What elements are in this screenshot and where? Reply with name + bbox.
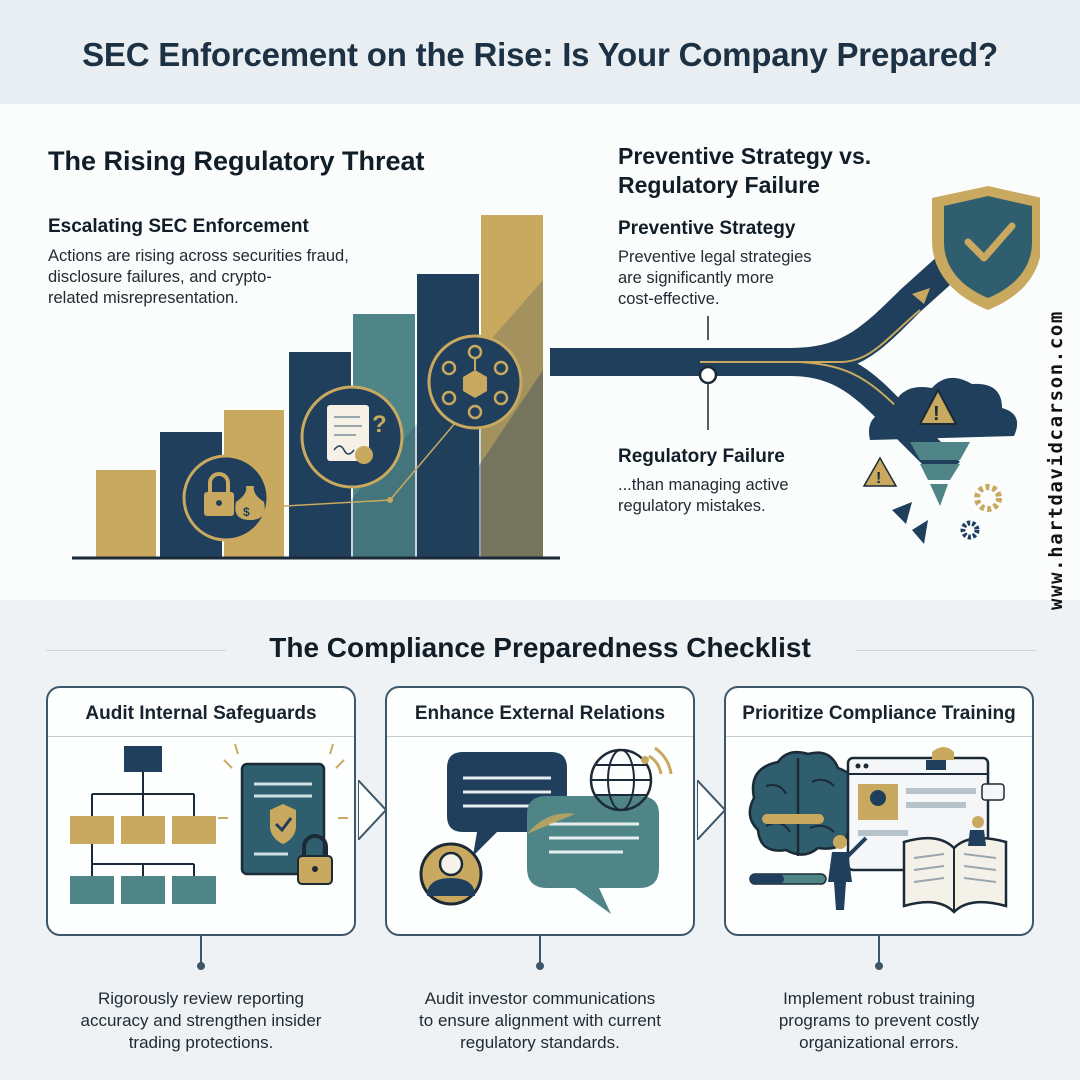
desc-line: programs to prevent costly xyxy=(778,1011,980,1030)
preventive-body-line: cost-effective. xyxy=(618,290,720,308)
svg-text:$: $ xyxy=(243,505,250,519)
watermark: www.hartdavidcarson.com xyxy=(1045,310,1067,610)
preventive-body: Preventive legal strategies are signific… xyxy=(618,247,812,310)
desc-line: accuracy and strengthen insider xyxy=(80,1011,322,1030)
svg-text:?: ? xyxy=(372,411,387,438)
presenter-figure-icon xyxy=(828,816,986,910)
connector-stem xyxy=(539,936,541,966)
rising-bars-illustration: $ ? xyxy=(72,215,560,560)
card-description-audit: Rigorously review reporting accuracy and… xyxy=(41,988,361,1054)
card-title: Prioritize Compliance Training xyxy=(742,703,1016,724)
brain-icon xyxy=(748,751,861,885)
open-book-icon xyxy=(902,836,1008,914)
card-header: Audit Internal Safeguards xyxy=(48,688,354,737)
card-header: Prioritize Compliance Training xyxy=(726,688,1032,737)
shield-check-icon xyxy=(932,186,1040,310)
checklist-card-relations: Enhance External Relations xyxy=(385,686,695,936)
failure-body: ...than managing active regulatory mista… xyxy=(618,475,789,517)
header-band xyxy=(0,0,1080,104)
bar-columns xyxy=(72,215,560,560)
document-question-icon: ? xyxy=(300,385,404,489)
strategy-heading-line: Preventive Strategy vs. xyxy=(618,143,872,169)
connector-dot xyxy=(536,962,544,970)
browser-course-icon xyxy=(846,747,1005,872)
preventive-body-line: Preventive legal strategies xyxy=(618,248,812,266)
lock-moneybag-icon: $ xyxy=(182,454,270,542)
checklist-title: The Compliance Preparedness Checklist xyxy=(269,632,811,663)
card-description-training: Implement robust training programs to pr… xyxy=(719,988,1039,1054)
training-illustration xyxy=(748,747,1008,914)
globe-icon xyxy=(589,746,673,812)
checklist-rule-right xyxy=(856,650,1036,651)
failure-body-line: ...than managing active xyxy=(618,476,789,494)
threat-body-line: disclosure failures, and crypto- xyxy=(48,268,272,286)
preventive-heading: Preventive Strategy xyxy=(618,218,796,239)
desc-line: Audit investor communications xyxy=(424,989,656,1008)
page-title: SEC Enforcement on the Rise: Is Your Com… xyxy=(82,36,998,73)
secure-document-icon xyxy=(218,743,348,885)
connector-dot xyxy=(197,962,205,970)
strategy-heading: Preventive Strategy vs. Regulatory Failu… xyxy=(618,142,871,200)
threat-heading: The Rising Regulatory Threat xyxy=(48,146,425,176)
desc-line: regulatory standards. xyxy=(460,1033,620,1052)
threat-body-line: related misrepresentation. xyxy=(48,289,239,307)
blockchain-network-icon xyxy=(427,334,523,430)
storm-warning-icon: ! ! xyxy=(862,377,1018,544)
desc-line: organizational errors. xyxy=(799,1033,959,1052)
checklist-rule-left xyxy=(46,650,226,651)
checklist-card-audit: Audit Internal Safeguards xyxy=(46,686,356,936)
communication-illustration xyxy=(419,746,673,914)
strategy-heading-line: Regulatory Failure xyxy=(618,172,820,198)
connector-stem xyxy=(200,936,202,966)
chevron-right-icon xyxy=(358,780,386,840)
desc-line: trading protections. xyxy=(128,1033,274,1052)
card-title: Enhance External Relations xyxy=(414,703,666,724)
connector-dot xyxy=(875,962,883,970)
org-chart-document-illustration xyxy=(70,743,348,904)
threat-subheading: Escalating SEC Enforcement xyxy=(48,216,309,237)
desc-line: Implement robust training xyxy=(783,989,975,1008)
failure-body-line: regulatory mistakes. xyxy=(618,497,766,515)
desc-line: Rigorously review reporting xyxy=(98,989,304,1008)
person-avatar-icon xyxy=(419,842,483,906)
threat-body-line: Actions are rising across securities fra… xyxy=(48,247,349,265)
preventive-body-line: are significantly more xyxy=(618,269,774,287)
checklist-card-training: Prioritize Compliance Training xyxy=(724,686,1034,936)
desc-line: to ensure alignment with current xyxy=(419,1011,661,1030)
svg-text:!: ! xyxy=(876,470,881,487)
threat-body: Actions are rising across securities fra… xyxy=(48,246,349,309)
failure-heading: Regulatory Failure xyxy=(618,446,785,467)
svg-text:!: ! xyxy=(933,403,940,425)
connector-stem xyxy=(878,936,880,966)
card-header: Enhance External Relations xyxy=(387,688,693,737)
diverging-path-illustration: ! ! xyxy=(550,186,1040,544)
speech-bubble-icon xyxy=(447,752,659,914)
org-chart-icon xyxy=(70,746,216,904)
card-title: Audit Internal Safeguards xyxy=(85,703,317,724)
card-description-relations: Audit investor communications to ensure … xyxy=(380,988,700,1054)
chevron-right-icon xyxy=(697,780,725,840)
